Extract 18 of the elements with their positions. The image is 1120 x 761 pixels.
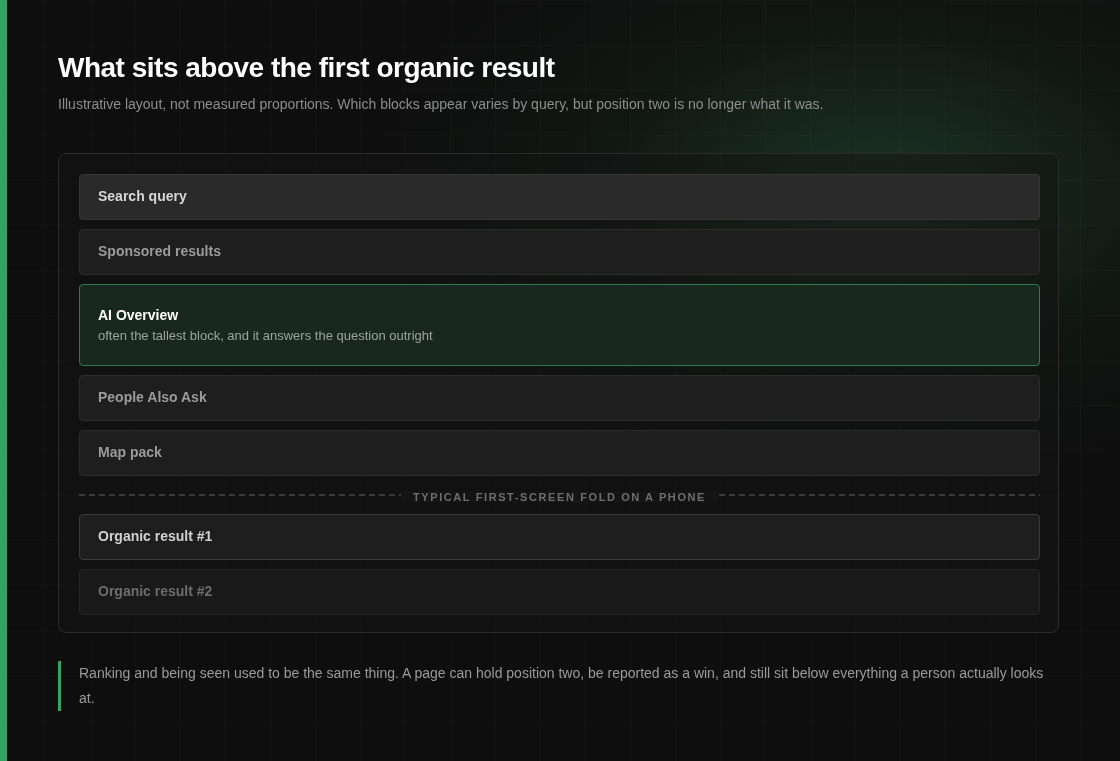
block-title: Organic result #1 — [98, 528, 213, 544]
pull-quote: Ranking and being seen used to be the same thing. A page can hold position two, be reported as a win, and still sit below everything a person actually looks at. — [58, 661, 1060, 711]
page-title: What sits above the first organic result — [58, 52, 555, 84]
block-title: Map pack — [98, 444, 162, 460]
block-description: often the tallest block, and it answers the question outright — [98, 328, 433, 343]
search-bar — [79, 174, 1040, 220]
result-block — [79, 514, 1040, 560]
subtitle: Illustrative layout, not measured proportions. Which blocks appear varies by query, but position two is no longer what it was. — [58, 96, 824, 112]
results-panel — [58, 153, 1059, 633]
block-title: Search query — [98, 188, 187, 204]
block-title: AI Overview — [98, 307, 179, 323]
result-block — [79, 430, 1040, 476]
block-title: Organic result #2 — [98, 583, 213, 599]
result-block — [79, 229, 1040, 275]
overview-block — [79, 284, 1040, 366]
block-title: People Also Ask — [98, 389, 207, 405]
result-block — [79, 375, 1040, 421]
block-title: Sponsored results — [98, 243, 221, 259]
